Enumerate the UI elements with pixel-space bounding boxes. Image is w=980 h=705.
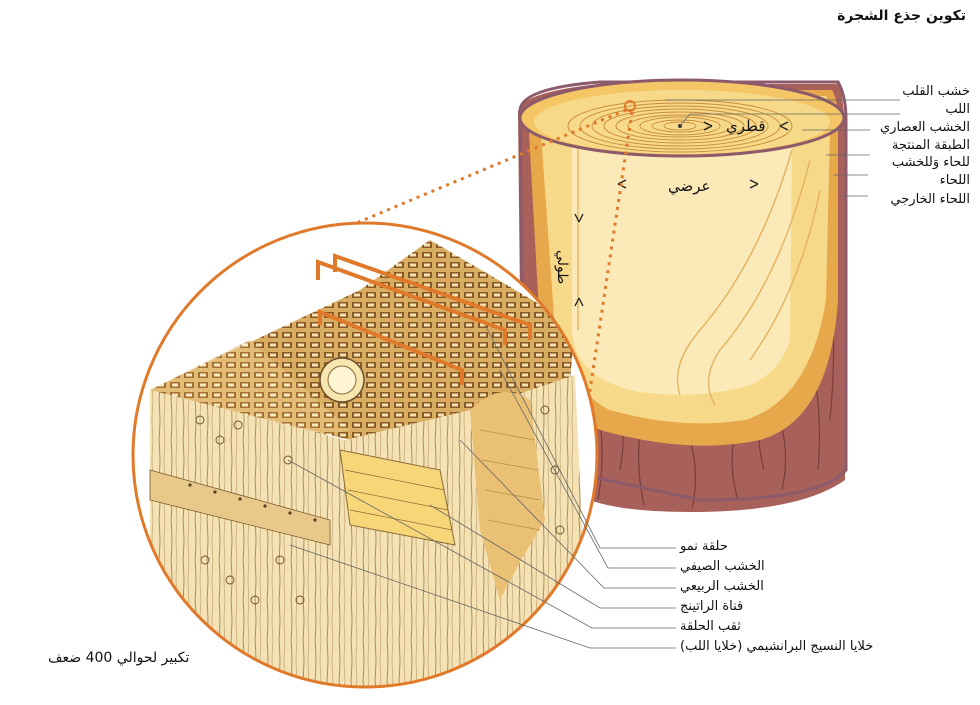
axis-tangential-label: عرضي — [668, 177, 711, 195]
label-sapwood: الخشب العصاري — [880, 120, 970, 135]
label-cambium-2: للحاء وَللخشب — [891, 155, 970, 170]
ray-band — [149, 469, 331, 546]
micro-leader-lines — [287, 324, 676, 649]
label-cambium: الطبقة المنتجة — [891, 138, 970, 153]
label-latewood: الخشب الصيفي — [680, 559, 765, 574]
heartwood-cylinder — [572, 130, 792, 395]
trunk-leader-lines — [665, 99, 900, 197]
label-pith: اللب — [945, 102, 970, 117]
label-phloem: اللحاء — [939, 173, 970, 188]
growth-ring-markers — [316, 253, 532, 385]
label-parenchyma: خلايا النسيج البرانشيمي (خلايا اللب) — [680, 639, 874, 654]
label-ring-pore: ثقب الحلقة — [680, 619, 741, 634]
magnification-note: تكبير لحوالي 400 ضعف — [48, 650, 190, 666]
label-earlywood: الخشب الربيعي — [680, 579, 764, 594]
resin-canal-horizontal — [339, 449, 456, 546]
magnifier-ring — [131, 221, 599, 689]
block-notch — [470, 392, 545, 600]
label-resin-canal: قناة الراتينج — [680, 599, 744, 614]
dotted-guide-right — [582, 111, 634, 431]
heartwood-grain — [577, 140, 821, 406]
magnification-dots — [624, 100, 636, 112]
label-heartwood: خشب القلب — [902, 84, 970, 99]
dotted-guide-left — [315, 108, 627, 242]
label-outer-bark: اللحاء الخارجي — [890, 192, 970, 207]
axis-radial-label: قطري — [726, 117, 766, 135]
axis-longitudinal-label: طولي — [554, 250, 570, 285]
axis-arrows — [574, 121, 789, 307]
label-growth-ring: حلقة نمو — [680, 539, 728, 554]
diagram-title: تكوين جذع الشجرة — [837, 8, 966, 24]
